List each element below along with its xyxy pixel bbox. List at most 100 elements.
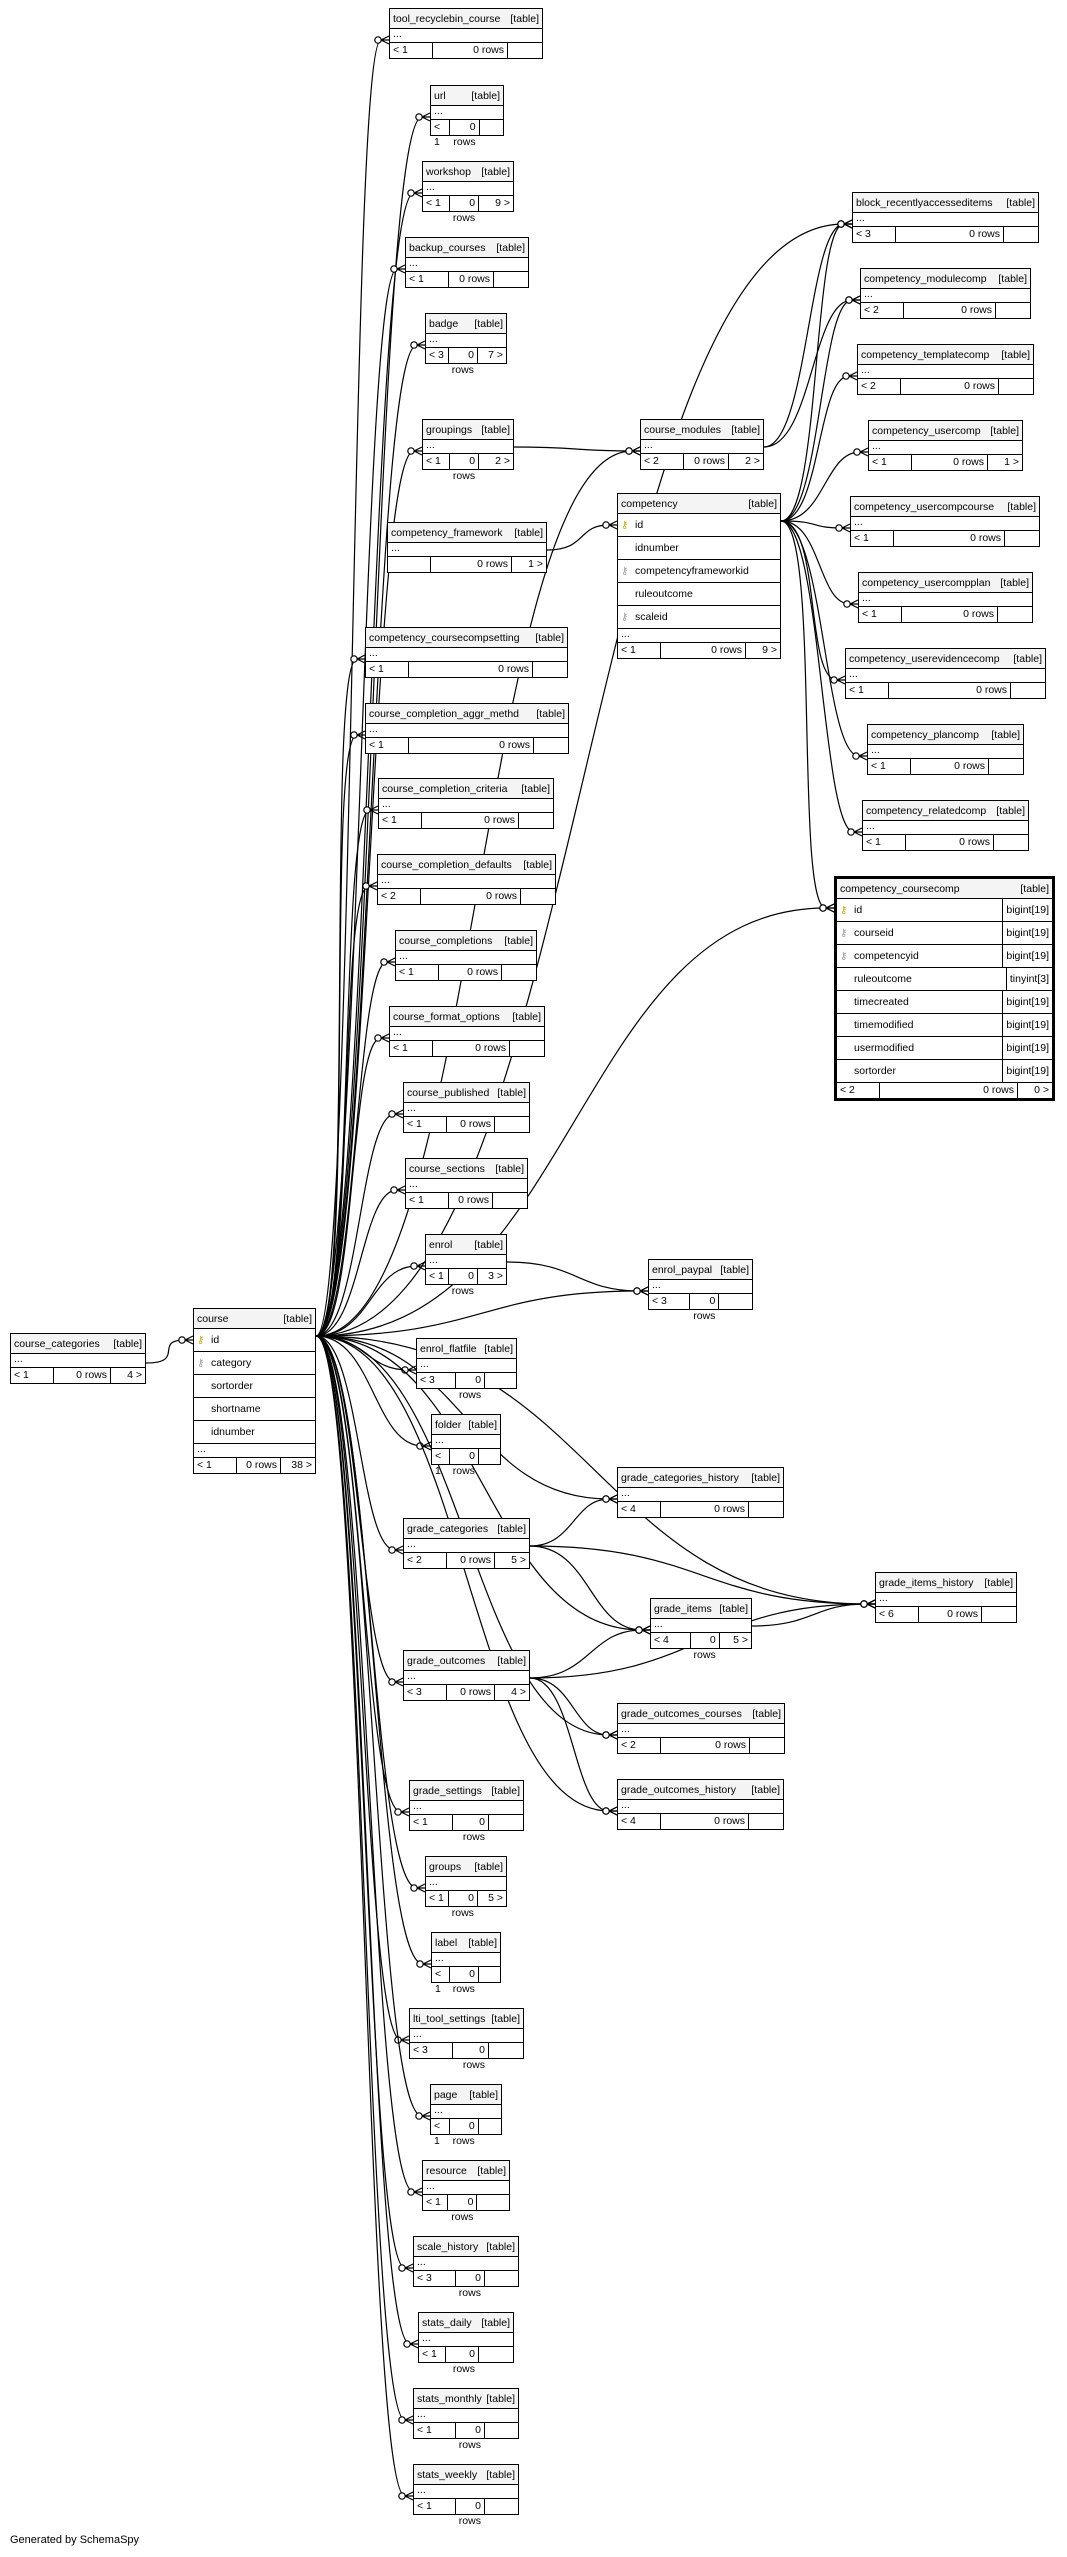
grade-items-children-count: 5 > (733, 1634, 748, 1646)
table-competency-coursecompsetting[interactable]: competency_coursecompsetting[table]...< … (365, 627, 568, 678)
course-column-idnumber: idnumber (194, 1421, 315, 1444)
course-completion-criteria-table-name: course_completion_criteria (382, 782, 508, 795)
backup-courses-table-kind: [table] (496, 241, 525, 254)
scale-history-ellipsis: ... (414, 2257, 518, 2271)
groupings-parents-count: < 1 (423, 454, 450, 469)
competency-column-scaleid: ⚷scaleid (618, 606, 780, 629)
tool-recyclebin-course-table-kind: [table] (510, 12, 539, 25)
grade-outcomes-courses-header: grade_outcomes_courses[table] (618, 1704, 784, 1724)
edge-course-course-completion-criteria (315, 805, 379, 1337)
competency-templatecomp-table-kind: [table] (1001, 348, 1030, 361)
competency-coursecomp-column-type: bigint[19] (1002, 899, 1052, 921)
course-published-header: course_published[table] (404, 1083, 529, 1103)
lti-tool-settings-table-name: lti_tool_settings (413, 2012, 486, 2025)
label-header: label[table] (432, 1933, 500, 1953)
enrol-flatfile-header: enrol_flatfile[table] (417, 1339, 516, 1359)
course-format-options-row-count: 0 rows (433, 1041, 510, 1056)
competency-coursecomp-column-type: bigint[19] (1002, 1060, 1052, 1082)
table-competency-userevidencecomp[interactable]: competency_userevidencecomp[table]...< 1… (845, 648, 1046, 699)
course-table-name: course (197, 1312, 229, 1325)
scale-history-children-count (485, 2271, 518, 2286)
course-completions-header: course_completions[table] (396, 931, 536, 951)
groups-children-count: 5 > (488, 1892, 503, 1904)
groupings-table-kind: [table] (481, 423, 510, 436)
competency-coursecomp-column-name: courseid (854, 927, 894, 939)
competency-plancomp-row-count: 0 rows (911, 759, 989, 774)
course-completion-criteria-row-count: 0 rows (422, 813, 519, 828)
primary-key-icon: ⚷ (621, 519, 629, 531)
edge-competency-competency-coursecomp (780, 520, 835, 913)
stats-weekly-header: stats_weekly[table] (414, 2465, 518, 2485)
course-categories-children-count: 4 > (127, 1369, 142, 1381)
competency-usercompplan-row-count: 0 rows (902, 607, 998, 622)
edge-grade-categories-grade-categories-history (529, 1494, 618, 1547)
workshop-children-count: 9 > (495, 197, 510, 209)
course-sections-table-kind: [table] (495, 1162, 524, 1175)
course-completion-aggr-methd-row-count: 0 rows (409, 738, 534, 753)
edge-course-enrol-paypal (315, 1286, 649, 1337)
competency-modulecomp-table-name: competency_modulecomp (864, 272, 987, 285)
competency-usercompcourse-table-kind: [table] (1007, 500, 1036, 513)
grade-categories-parents-count: < 2 (404, 1553, 447, 1568)
table-block-recentlyaccesseditems[interactable]: block_recentlyaccesseditems[table]...< 3… (852, 192, 1039, 243)
competency-usercompplan-table-name: competency_usercompplan (862, 576, 991, 589)
competency-column-idnumber: idnumber (618, 537, 780, 560)
edge-competency-competency-usercompcourse (780, 520, 851, 533)
competency-coursecomp-row-count: 0 rows (880, 1083, 1018, 1098)
table-course-completion-aggr-methd[interactable]: course_completion_aggr_methd[table]...< … (365, 703, 569, 754)
edge-course-course-published (315, 1109, 404, 1337)
label-table-name: label (435, 1936, 458, 1949)
stats-daily-ellipsis: ... (419, 2333, 513, 2347)
